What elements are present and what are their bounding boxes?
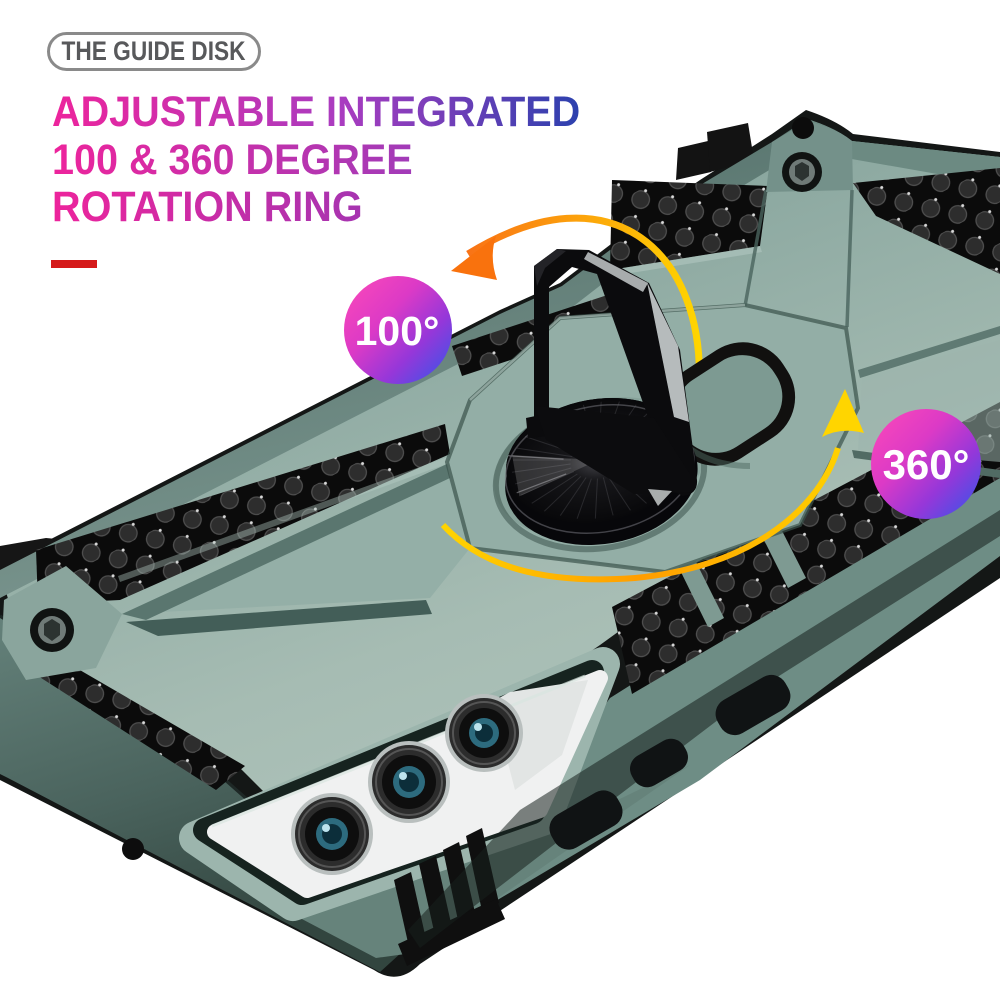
svg-text:100°: 100° bbox=[355, 308, 440, 354]
svg-text:360°: 360° bbox=[883, 441, 970, 488]
